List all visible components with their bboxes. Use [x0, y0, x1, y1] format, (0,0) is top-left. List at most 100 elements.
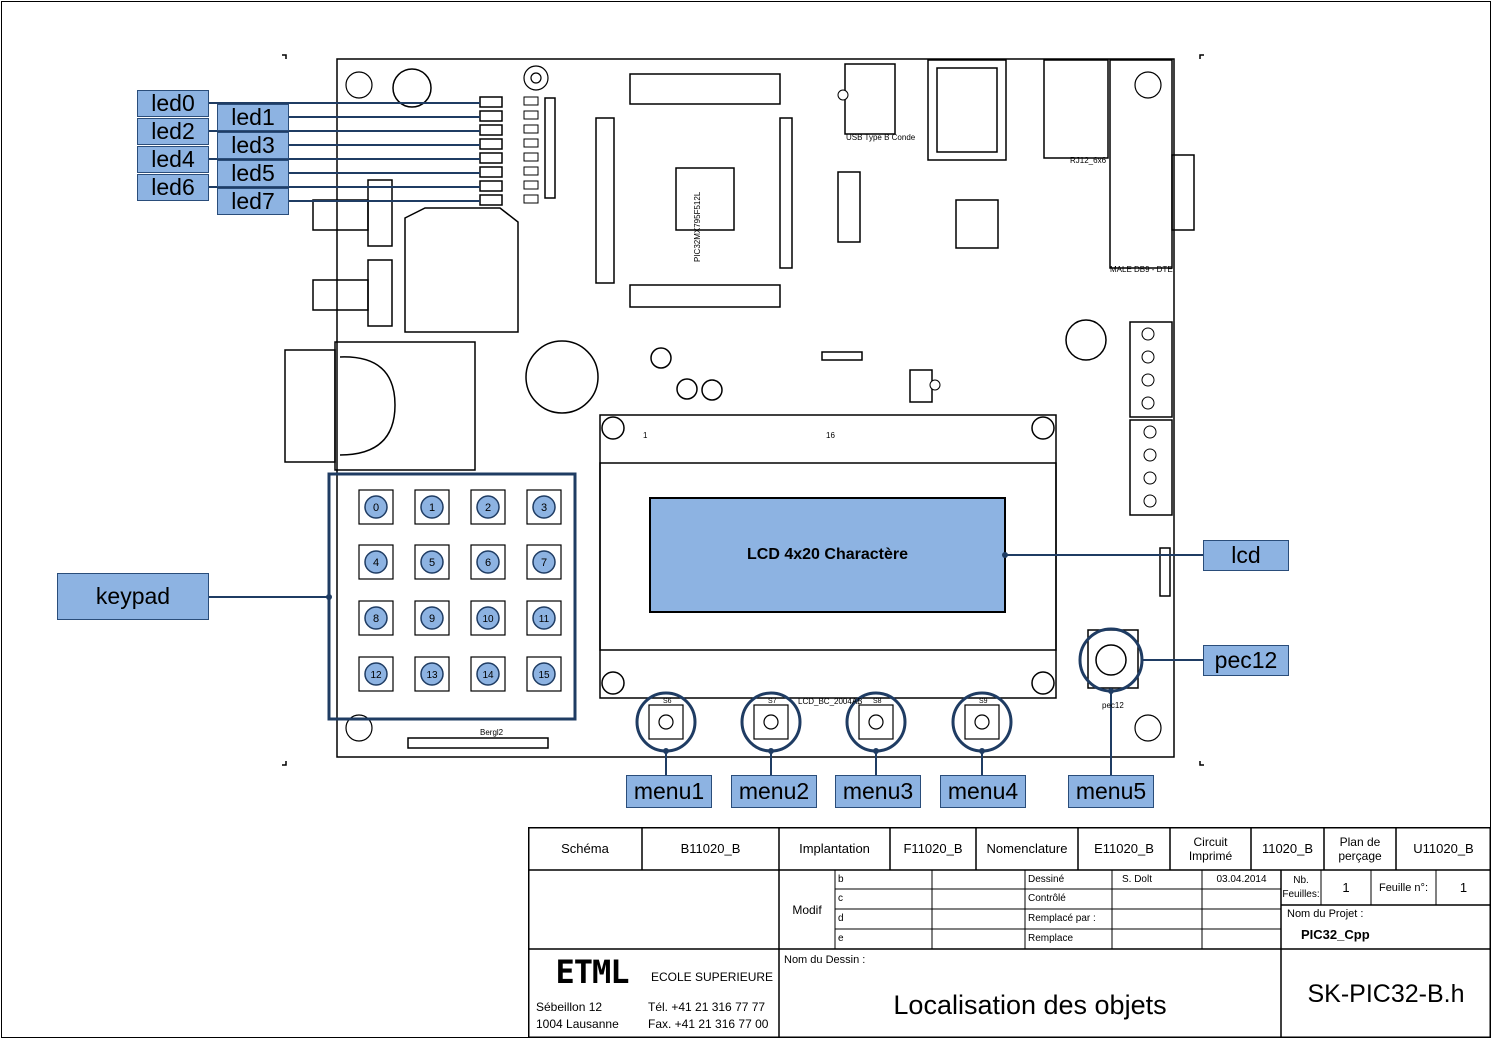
keypad-key-label: 12 — [370, 670, 382, 681]
label-led7: led7 — [217, 188, 289, 215]
keypad-key-label: 5 — [429, 557, 435, 569]
label-menu1: menu1 — [626, 775, 712, 808]
menu-button-cap — [763, 714, 779, 730]
keypad-key-label: 2 — [485, 502, 491, 514]
controle-label: Contrôlé — [1028, 893, 1066, 904]
nb-feuilles-label: Nb. Feuilles: — [1282, 874, 1320, 900]
dessine-date: 03.04.2014 — [1216, 873, 1267, 885]
keypad-key-label: 7 — [541, 557, 547, 569]
keypad-key-label: 3 — [541, 502, 547, 514]
keypad-key — [420, 550, 444, 574]
menu-button-body — [858, 704, 894, 740]
plan-label: Plan de perçage — [1338, 834, 1382, 863]
file-ref: SK-PIC32-B.h — [1307, 979, 1465, 1008]
label-lcd: lcd — [1203, 540, 1289, 571]
menu-button-cap — [974, 714, 990, 730]
label-menu2: menu2 — [731, 775, 817, 808]
modif-label: Modif — [792, 902, 822, 917]
dessine-label: Dessiné — [1028, 873, 1065, 885]
board-texts: 1 16 LCD_BC_2004AB pec12 Bergl2 USB Type… — [480, 133, 1173, 737]
schema-value: B11020_B — [680, 840, 741, 856]
keypad-key — [476, 495, 500, 519]
label-led0: led0 — [137, 90, 209, 117]
menu-button-cap — [658, 714, 674, 730]
keypad-key — [364, 495, 388, 519]
mcu-ref: PIC32MX795F512L — [693, 191, 702, 262]
projet-label: Nom du Projet : — [1287, 908, 1364, 920]
menu-dot — [873, 748, 879, 754]
keypad-key — [532, 662, 556, 686]
keypad-dot — [326, 594, 332, 600]
circuit-value: 11020_B — [1261, 840, 1314, 856]
nb-feuilles-value: 1 — [1342, 879, 1350, 895]
usb-ref: USB Type B Conde — [846, 133, 916, 142]
remplace-par-label: Remplacé par : — [1028, 913, 1096, 924]
modif-row-b: b — [838, 873, 844, 885]
menu-ref: S9 — [979, 698, 988, 705]
keypad-key — [364, 662, 388, 686]
label-led6: led6 — [137, 174, 209, 201]
rj12-ref: RJ12_6x6 — [1070, 156, 1107, 165]
nomenclature-label: Nomenclature — [986, 840, 1068, 856]
label-led4: led4 — [137, 146, 209, 173]
lcd-screen — [649, 497, 1006, 613]
modif-row-e: e — [838, 933, 844, 944]
title-block: Schéma B11020_B Implantation F11020_B No… — [528, 827, 1491, 1038]
menu-ref: S6 — [663, 698, 672, 705]
label-led2: led2 — [137, 118, 209, 145]
label-menu5: menu5 — [1068, 775, 1154, 808]
menu-dot — [663, 748, 669, 754]
keypad-key-label: 9 — [429, 613, 435, 625]
keypad-key-label: 10 — [482, 614, 494, 625]
pec12-knob — [1095, 644, 1127, 676]
resistor-array — [523, 96, 539, 204]
modif-row-c: c — [838, 893, 843, 904]
db9-ref: MALE DB9 - DTE — [1110, 265, 1173, 274]
label-menu3: menu3 — [835, 775, 921, 808]
keypad-key — [364, 606, 388, 630]
nomenclature-value: E11020_B — [1094, 840, 1154, 856]
menu-button-body — [964, 704, 1000, 740]
implantation-value: F11020_B — [903, 840, 963, 856]
projet-value: PIC32_Cpp — [1301, 927, 1370, 942]
menu-ref: S8 — [873, 698, 882, 705]
label-pec12: pec12 — [1203, 645, 1289, 676]
lcd-screen-text: LCD 4x20 Charactère — [747, 546, 908, 563]
feuille-value: 1 — [1459, 879, 1468, 895]
address-line2: 1004 Lausanne — [536, 1017, 619, 1031]
menu-dot — [979, 748, 985, 754]
remplace-label: Remplace — [1028, 933, 1074, 944]
keypad-key-label: 4 — [373, 557, 379, 569]
keypad-key — [364, 550, 388, 574]
fax: Fax. +41 21 316 77 00 — [648, 1017, 769, 1031]
lcd-ref: LCD_BC_2004AB — [798, 697, 862, 706]
keypad-key-label: 0 — [373, 502, 379, 514]
connector-ref: Bergl2 — [480, 728, 504, 737]
schema-label: Schéma — [561, 840, 609, 856]
keypad-key — [476, 606, 500, 630]
mounting-holes — [345, 65, 1162, 742]
keypad-key-label: 6 — [485, 557, 491, 569]
etml-logo: ETML — [555, 953, 629, 991]
keypad-key — [532, 550, 556, 574]
title-block-grid — [528, 827, 1491, 1038]
circuit-label: Circuit Imprimé — [1188, 834, 1233, 863]
keypad-key — [420, 606, 444, 630]
keypad-key — [532, 606, 556, 630]
crop-marks — [282, 54, 1204, 766]
lcd-holes — [601, 416, 1055, 695]
pec12-ref: pec12 — [1102, 701, 1124, 710]
telephone: Tél. +41 21 316 77 77 — [648, 1000, 766, 1014]
modif-row-d: d — [838, 913, 844, 924]
feuille-label: Feuille n°: — [1378, 881, 1429, 894]
menu-button-body — [753, 704, 789, 740]
keypad-key-label: 13 — [426, 670, 438, 681]
keypad-key-label: 8 — [373, 613, 379, 625]
implantation-label: Implantation — [799, 840, 870, 856]
keypad-key-label: 14 — [482, 670, 494, 681]
label-keypad: keypad — [57, 573, 209, 620]
keypad-key — [420, 495, 444, 519]
